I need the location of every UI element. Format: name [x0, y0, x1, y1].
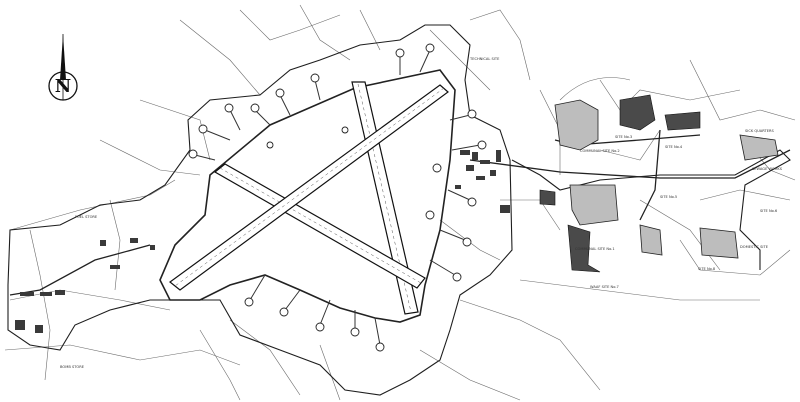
site-label: SICK QUARTERS [745, 129, 774, 133]
dispersed-sites-boundary [511, 149, 791, 270]
technical-site-buildings [455, 150, 510, 213]
compass-letter: N [55, 76, 71, 97]
north-arrow-icon: N [48, 34, 78, 101]
aircraft-hardstands [188, 43, 487, 352]
field-boundaries [4, 4, 796, 401]
site-label: FUEL STORE [75, 215, 98, 219]
site-label: SEWAGE WORKS [752, 167, 783, 171]
dispersed-domestic-sites [539, 94, 779, 273]
site-label: SITE No.6 [760, 209, 778, 213]
airfield-boundary [7, 24, 513, 396]
west-site-buildings [15, 238, 155, 333]
site-label: BOMB STORE [60, 365, 85, 369]
site-label: WAAF SITE No.7 [590, 285, 619, 289]
site-label: DOMESTIC SITE [740, 245, 769, 249]
site-label: COMMUNAL SITE No.1 [575, 247, 615, 251]
site-label: COMMUNAL SITE No.2 [580, 149, 620, 153]
site-label: SITE No.3 [615, 135, 632, 139]
site-labels: COMMUNAL SITE No.2 SITE No.3 SITE No.4 S… [60, 57, 783, 369]
runways [169, 81, 449, 315]
site-label: SITE No.4 [665, 145, 683, 149]
site-label: TECHNICAL SITE [469, 57, 500, 61]
site-label: SITE No.5 [660, 195, 677, 199]
site-label: SITE No.8 [698, 267, 716, 271]
